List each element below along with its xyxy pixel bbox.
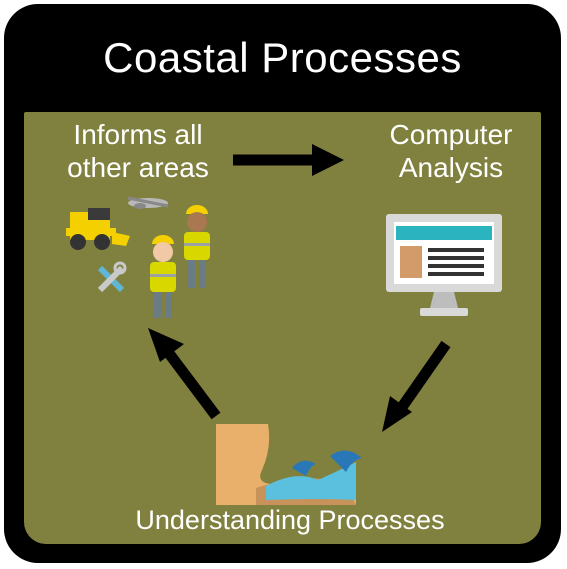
informs-label-line1: Informs all [73, 119, 203, 150]
informs-label: Informs all other areas [48, 118, 228, 184]
computer-analysis-label: Computer Analysis [356, 118, 546, 184]
computer-label-line2: Analysis [398, 152, 504, 184]
computer-label-line1: Computer [389, 119, 513, 150]
arrow-icon-down-left [382, 340, 451, 432]
informs-label-line2: other areas [67, 152, 209, 184]
tools-icon [97, 261, 127, 293]
diagram-panel [24, 112, 541, 544]
bulldozer-icon [66, 208, 130, 250]
understanding-processes-label: Understanding Processes [135, 505, 445, 535]
page-title: Coastal Processes [103, 34, 462, 81]
coastline-icon [216, 424, 362, 505]
monitor-icon [386, 214, 502, 316]
drone-icon [127, 196, 169, 209]
arrow-icon-up-left [148, 328, 221, 420]
worker-icon-back [184, 205, 210, 288]
worker-icon-front [150, 235, 176, 318]
arrow-icon-right [233, 144, 344, 176]
